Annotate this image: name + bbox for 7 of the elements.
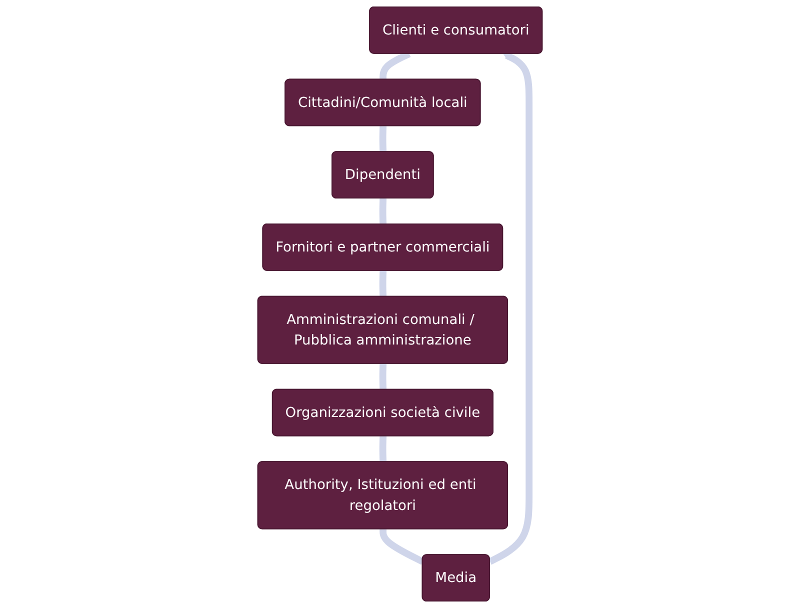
connector [379, 362, 387, 391]
connector [379, 434, 387, 464]
connector [380, 528, 424, 565]
arrow [488, 52, 533, 565]
connector [379, 269, 387, 298]
connector [379, 124, 387, 154]
connector [379, 197, 387, 226]
